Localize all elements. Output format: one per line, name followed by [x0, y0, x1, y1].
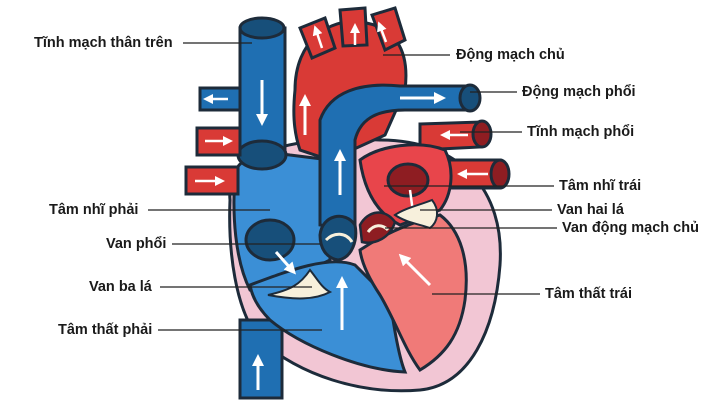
label-pulmonary-vein: Tĩnh mạch phổi	[527, 124, 635, 140]
label-right-atrium: Tâm nhĩ phải	[49, 202, 139, 218]
label-aorta: Động mạch chủ	[456, 47, 565, 63]
label-left-atrium: Tâm nhĩ trái	[559, 178, 642, 194]
mitral-valve-shape	[393, 198, 438, 230]
tricuspid-valve-shape	[267, 268, 333, 300]
label-aortic-valve: Van động mạch chủ	[562, 220, 699, 236]
label-pulmonary-artery: Động mạch phổi	[522, 84, 636, 100]
label-tricuspid-valve: Van ba lá	[89, 279, 152, 295]
pulmonary-valve-shape	[318, 214, 358, 262]
inferior-vena-cava	[238, 318, 284, 400]
label-superior-vena-cava: Tĩnh mạch thân trên	[34, 35, 173, 51]
label-mitral-valve: Van hai lá	[557, 202, 624, 218]
label-pulmonary-valve: Van phổi	[106, 236, 167, 252]
aortic-valve-shape	[358, 211, 397, 244]
label-right-ventricle: Tâm thất phải	[58, 322, 153, 338]
label-left-ventricle: Tâm thất trái	[545, 286, 633, 302]
